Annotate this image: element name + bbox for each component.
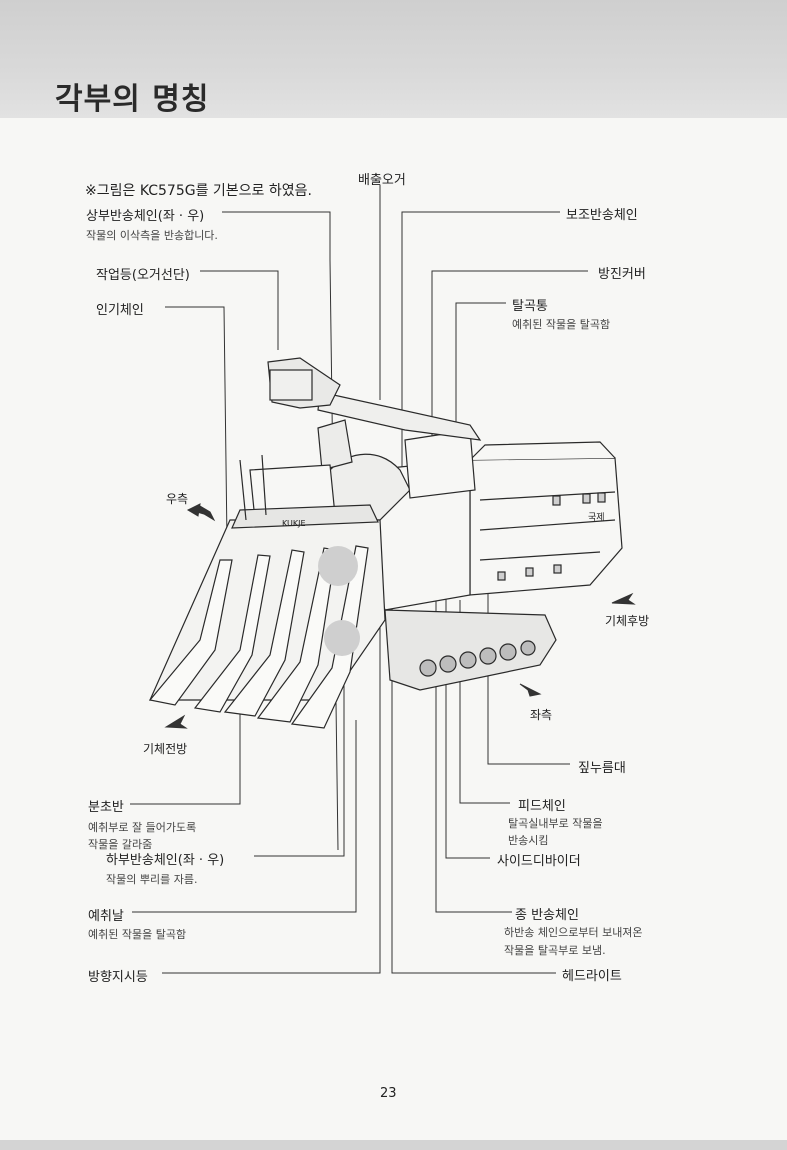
leader-work-light	[200, 270, 279, 350]
header-band	[0, 0, 787, 118]
desc-divider-1: 예취부로 잘 들어가도록	[88, 821, 197, 834]
desc-lower-chain: 작물의 뿌리를 자름.	[106, 873, 198, 886]
label-front: 기체전방	[143, 742, 188, 756]
page-number: 23	[380, 1086, 397, 1101]
leader-vertical-chain	[435, 600, 512, 913]
leader-lower-chain	[254, 645, 345, 857]
label-straw-holder: 짚누름대	[578, 761, 626, 776]
side-logo: 국제	[588, 512, 605, 523]
leader-pull-chain	[165, 306, 229, 621]
desc-feed-chain-1: 탈곡실내부로 작물을	[508, 817, 603, 830]
label-side-divider: 사이드디바이더	[497, 854, 581, 869]
leader-dust-cover	[431, 270, 588, 470]
label-divider: 분초반	[88, 800, 124, 815]
label-headlight: 헤드라이트	[562, 969, 622, 984]
label-vertical-chain: 종 반송체인	[515, 908, 579, 923]
label-dust-cover: 방진커버	[598, 267, 646, 282]
note-text: ※그림은 KC575G를 기본으로 하였음.	[85, 183, 312, 199]
label-left-side: 좌측	[530, 708, 553, 722]
arrow-left-side-icon	[519, 683, 542, 697]
label-turn-signal: 방향지시등	[88, 970, 148, 985]
desc-blade: 예취된 작물을 탈곡함	[88, 928, 187, 941]
arrow-rear-icon	[611, 592, 636, 605]
desc-feed-chain-2: 반송시킴	[508, 834, 549, 847]
leader-straw-holder	[487, 520, 570, 765]
leader-thresher	[455, 302, 506, 480]
label-aux-chain: 보조반송체인	[566, 208, 638, 223]
bottom-strip	[0, 1140, 787, 1150]
arrow-front-icon	[164, 714, 188, 729]
label-feed-chain: 피드체인	[518, 799, 566, 814]
label-rear: 기체후방	[605, 614, 650, 628]
label-lower-chain: 하부반송체인(좌 · 우)	[106, 853, 225, 868]
page-title: 각부의 명칭	[55, 82, 210, 117]
arrow-right-side-head-icon	[186, 503, 201, 517]
harvester-body	[148, 357, 623, 729]
label-discharge-auger: 배출오거	[358, 173, 406, 188]
desc-thresher: 예취된 작물을 탈곡함	[512, 318, 611, 331]
label-pull-chain: 인기체인	[96, 303, 144, 318]
label-blade: 예취날	[88, 909, 124, 924]
desc-vertical-chain-2: 작물을 탈곡부로 보냄.	[504, 944, 606, 957]
brand-plate: KUKJE	[282, 519, 306, 528]
label-thresher: 탈곡통	[512, 299, 548, 314]
label-work-light: 작업등(오거선단)	[96, 268, 190, 283]
label-upper-chain: 상부반송체인(좌 · 우)	[86, 209, 205, 224]
label-right-side: 우측	[166, 492, 189, 506]
leader-divider	[130, 695, 241, 805]
desc-upper-chain: 작물의 이삭측을 반송합니다.	[86, 229, 218, 242]
desc-vertical-chain-1: 하반송 체인으로부터 보내져온	[504, 926, 643, 939]
desc-divider-2: 작물을 갈라줌	[88, 838, 153, 851]
leader-turn-signal	[162, 580, 381, 974]
leader-blade	[132, 720, 357, 913]
